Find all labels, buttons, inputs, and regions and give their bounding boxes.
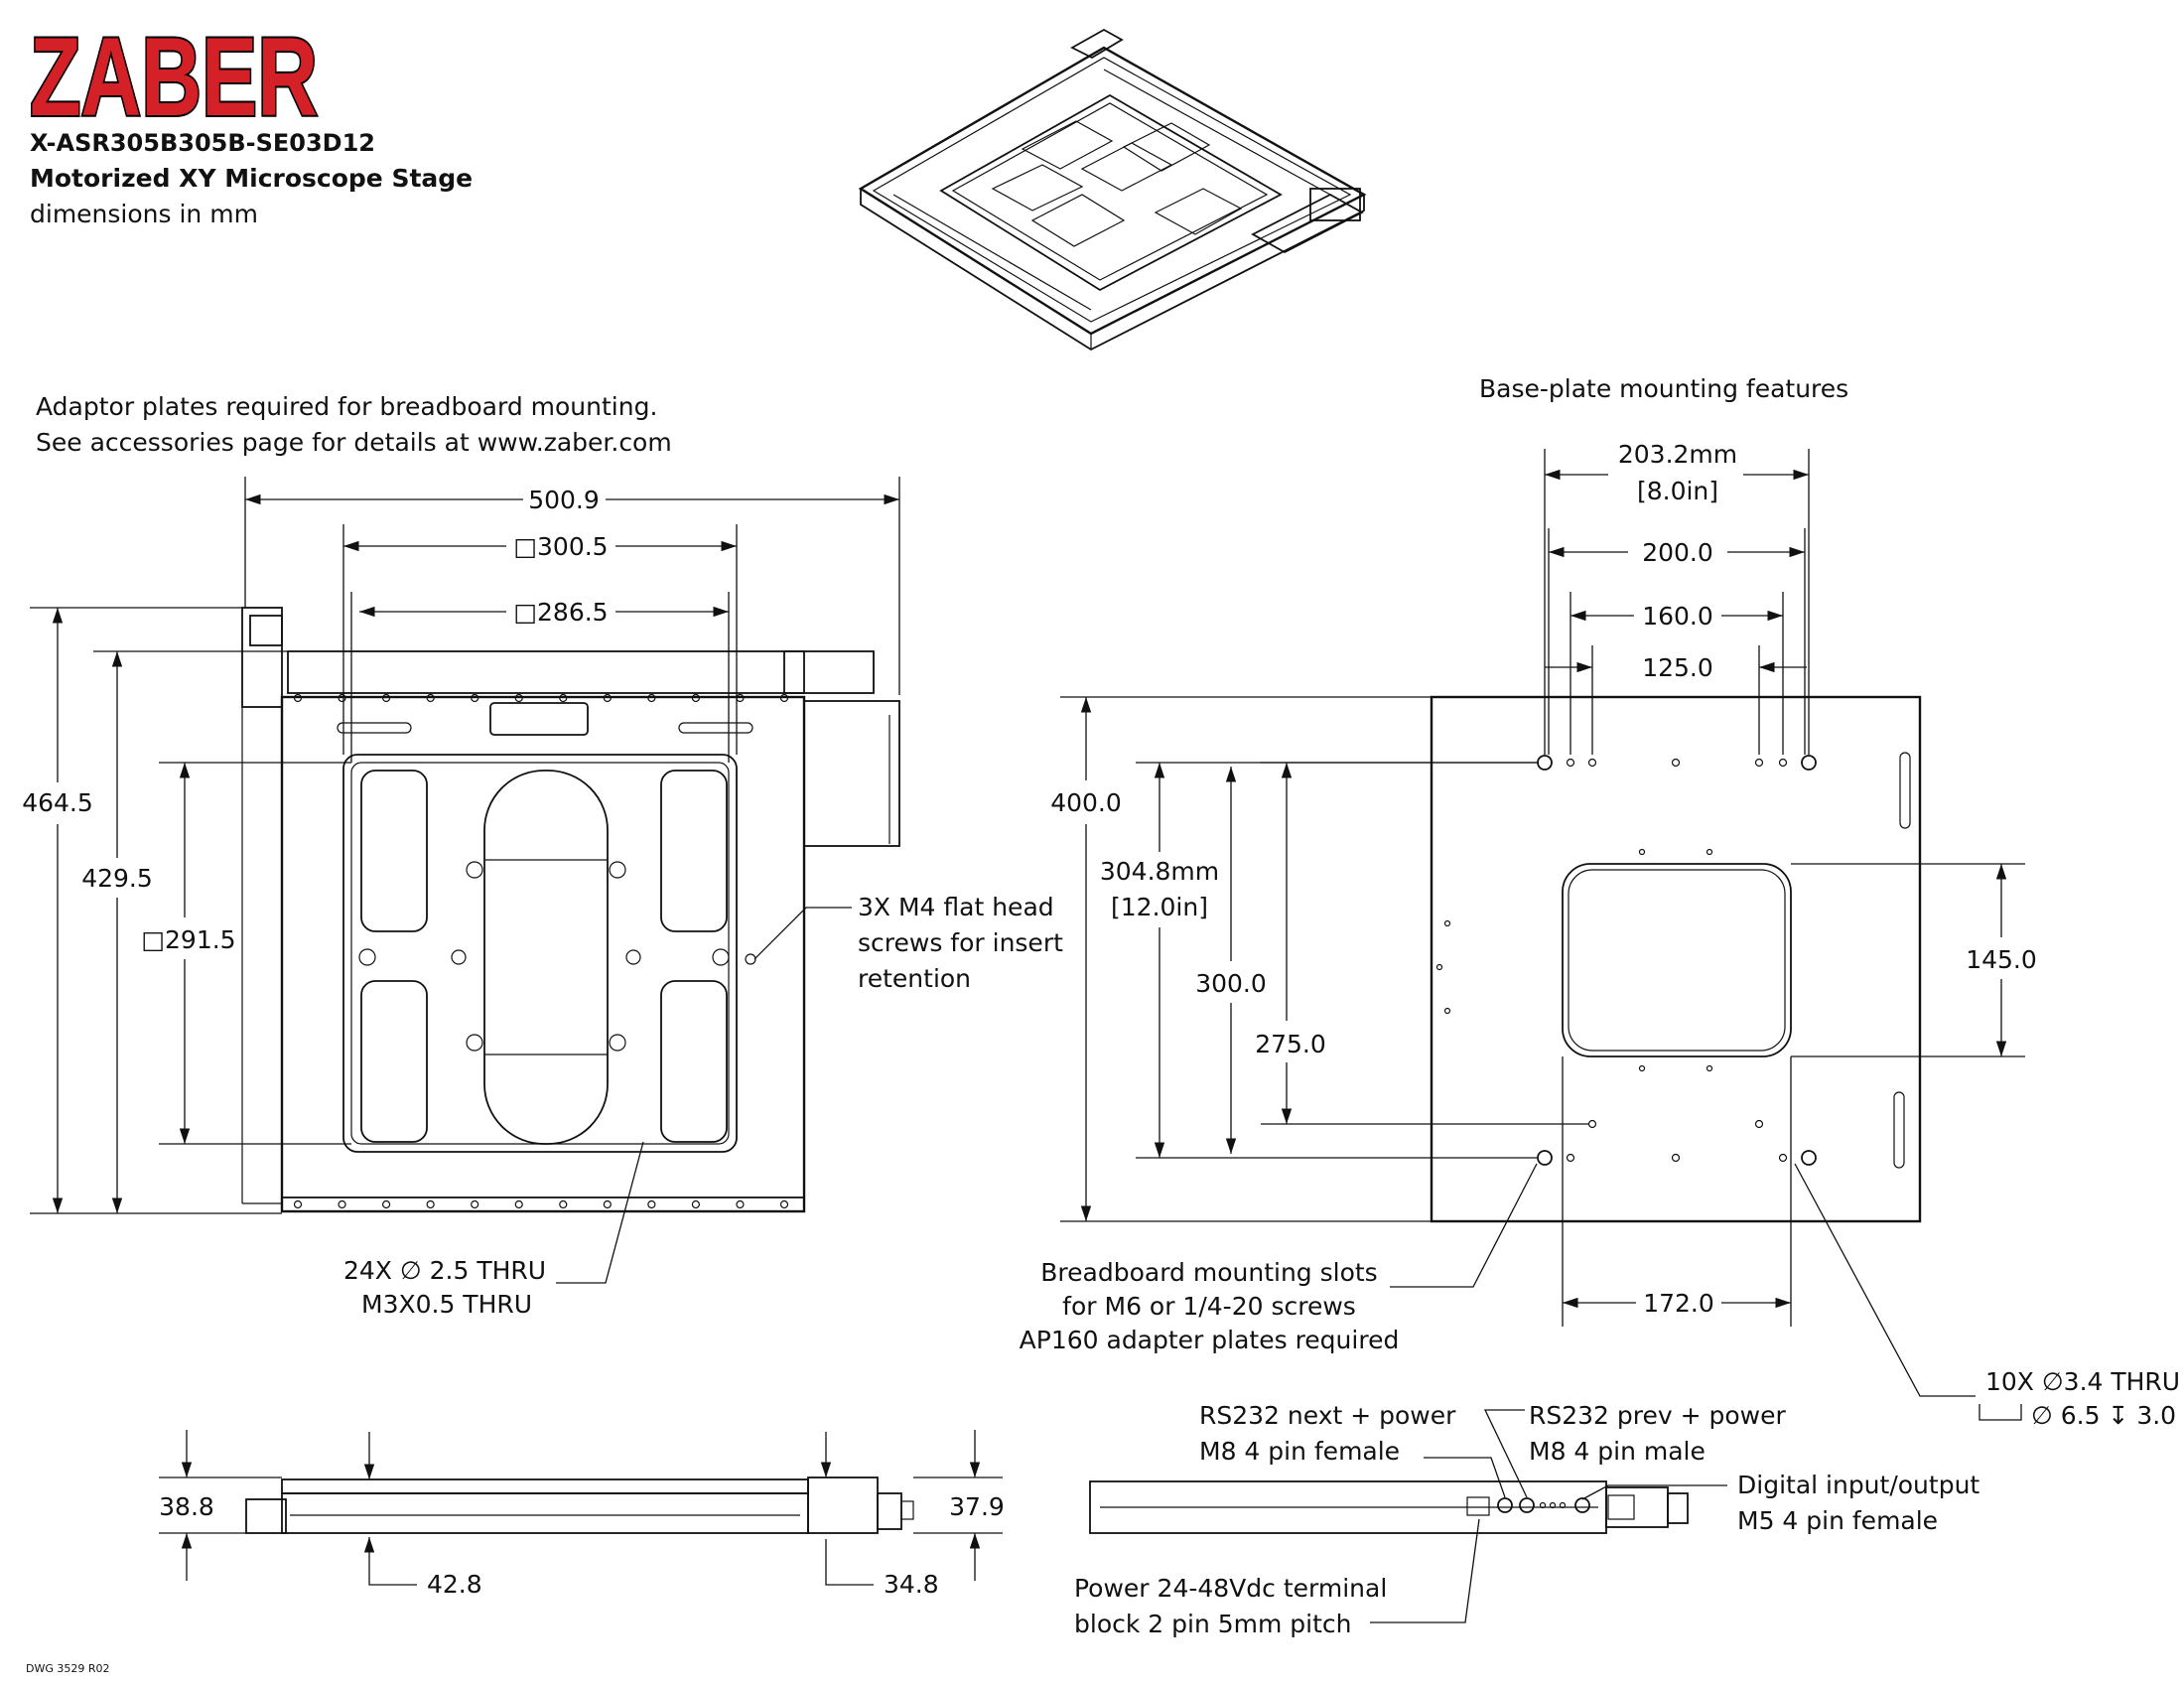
- mounting-hole: [736, 1199, 745, 1209]
- mounting-hole: [381, 1199, 391, 1209]
- thru-10x-line2: ∅ 6.5 ↧ 3.0: [2031, 1401, 2176, 1430]
- dim-side-34-8: 34.8: [884, 1570, 939, 1599]
- dim-300: 300.0: [1195, 969, 1267, 998]
- holes-24x-line2: M3X0.5 THRU: [361, 1290, 532, 1319]
- mounting-hole: [779, 693, 789, 703]
- mounting-hole: [559, 1199, 568, 1209]
- mounting-hole: [691, 693, 701, 703]
- dim-square-300: □300.5: [513, 532, 608, 561]
- mounting-hole: [647, 693, 656, 703]
- mounting-hole: [559, 693, 568, 703]
- digital-io-line2: M5 4 pin female: [1737, 1506, 1938, 1535]
- mounting-hole: [779, 1199, 789, 1209]
- dim-304-in: [12.0in]: [1111, 893, 1208, 921]
- adaptor-note-line2: See accessories page for details at www.…: [36, 428, 672, 457]
- part-number: X-ASR305B305B-SE03D12: [30, 129, 375, 157]
- top-view-callouts: 3X M4 flat head screws for insert retent…: [343, 893, 1063, 1319]
- mounting-hole: [293, 1199, 303, 1209]
- m4-screws-line3: retention: [858, 964, 971, 993]
- mounting-hole: [471, 693, 479, 703]
- drawing-number: DWG 3529 R02: [26, 1662, 110, 1675]
- product-name: Motorized XY Microscope Stage: [30, 164, 473, 193]
- dim-160: 160.0: [1642, 602, 1713, 631]
- dim-height-429: 429.5: [81, 864, 153, 893]
- base-plate-dimensions: 203.2mm [8.0in] 200.0 160.0 125.0 400.0 …: [1050, 440, 2037, 1327]
- m4-screws-line1: 3X M4 flat head: [858, 893, 1054, 921]
- slots-line2: for M6 or 1/4-20 screws: [1062, 1292, 1356, 1321]
- dim-square-291: □291.5: [141, 925, 235, 954]
- rs232-next-line1: RS232 next + power: [1199, 1401, 1456, 1430]
- zaber-logo: ZABER: [30, 15, 318, 139]
- base-plate-view: [1430, 695, 1922, 1223]
- mounting-hole: [471, 1199, 479, 1209]
- mounting-hole: [603, 1199, 612, 1209]
- mounting-hole: [514, 693, 523, 703]
- adaptor-note-line1: Adaptor plates required for breadboard m…: [36, 392, 657, 421]
- mounting-hole: [514, 1199, 523, 1209]
- dim-275: 275.0: [1255, 1030, 1326, 1058]
- top-view-dimensions: 500.9 □300.5 □286.5 464.5 429.5 □291.5: [22, 477, 900, 1214]
- base-plate-title: Base-plate mounting features: [1479, 374, 1848, 403]
- mounting-hole: [338, 1199, 346, 1209]
- mounting-hole: [426, 693, 435, 703]
- dim-145: 145.0: [1966, 945, 2037, 974]
- side-view-left: 38.8 37.9 42.8 34.8: [159, 1430, 1005, 1599]
- mounting-holes-top-row: [293, 693, 789, 703]
- top-view: [241, 607, 900, 1213]
- dim-square-286: □286.5: [513, 598, 608, 627]
- mounting-hole: [293, 693, 303, 703]
- rs232-next-line2: M8 4 pin female: [1199, 1437, 1400, 1466]
- dim-203-mm: 203.2mm: [1618, 440, 1737, 469]
- mounting-hole: [338, 693, 346, 703]
- dim-172: 172.0: [1643, 1289, 1714, 1318]
- dim-400: 400.0: [1050, 788, 1122, 817]
- power-line2: block 2 pin 5mm pitch: [1074, 1610, 1352, 1638]
- mounting-hole: [691, 1199, 701, 1209]
- holes-24x-line1: 24X ∅ 2.5 THRU: [343, 1256, 546, 1285]
- base-plate-callouts: Breadboard mounting slots for M6 or 1/4-…: [1020, 1163, 2180, 1430]
- dim-side-37-9: 37.9: [949, 1492, 1005, 1521]
- isometric-view: [858, 28, 1367, 352]
- dim-203-in: [8.0in]: [1637, 477, 1718, 505]
- dim-width-overall: 500.9: [528, 486, 600, 514]
- rs232-prev-line1: RS232 prev + power: [1529, 1401, 1787, 1430]
- rs232-prev-line2: M8 4 pin male: [1529, 1437, 1706, 1466]
- slots-line1: Breadboard mounting slots: [1040, 1258, 1377, 1287]
- digital-io-line1: Digital input/output: [1737, 1471, 1979, 1499]
- m4-screws-line2: screws for insert: [858, 928, 1063, 957]
- slots-line3: AP160 adapter plates required: [1020, 1326, 1400, 1354]
- mounting-hole: [603, 693, 612, 703]
- dim-side-38-8: 38.8: [159, 1492, 214, 1521]
- mounting-hole: [426, 1199, 435, 1209]
- thru-10x-line1: 10X ∅3.4 THRU: [1985, 1367, 2180, 1396]
- dim-side-42-8: 42.8: [427, 1570, 482, 1599]
- mounting-hole: [647, 1199, 656, 1209]
- mounting-hole: [381, 693, 391, 703]
- mounting-holes-bottom-row: [293, 1199, 789, 1209]
- power-line1: Power 24-48Vdc terminal: [1074, 1574, 1387, 1603]
- side-view-right: RS232 next + power M8 4 pin female RS232…: [1074, 1401, 1979, 1638]
- dim-125: 125.0: [1642, 653, 1713, 682]
- dim-200: 200.0: [1642, 538, 1713, 567]
- dim-height-overall: 464.5: [22, 788, 93, 817]
- units-note: dimensions in mm: [30, 200, 258, 228]
- dim-304-mm: 304.8mm: [1100, 857, 1219, 886]
